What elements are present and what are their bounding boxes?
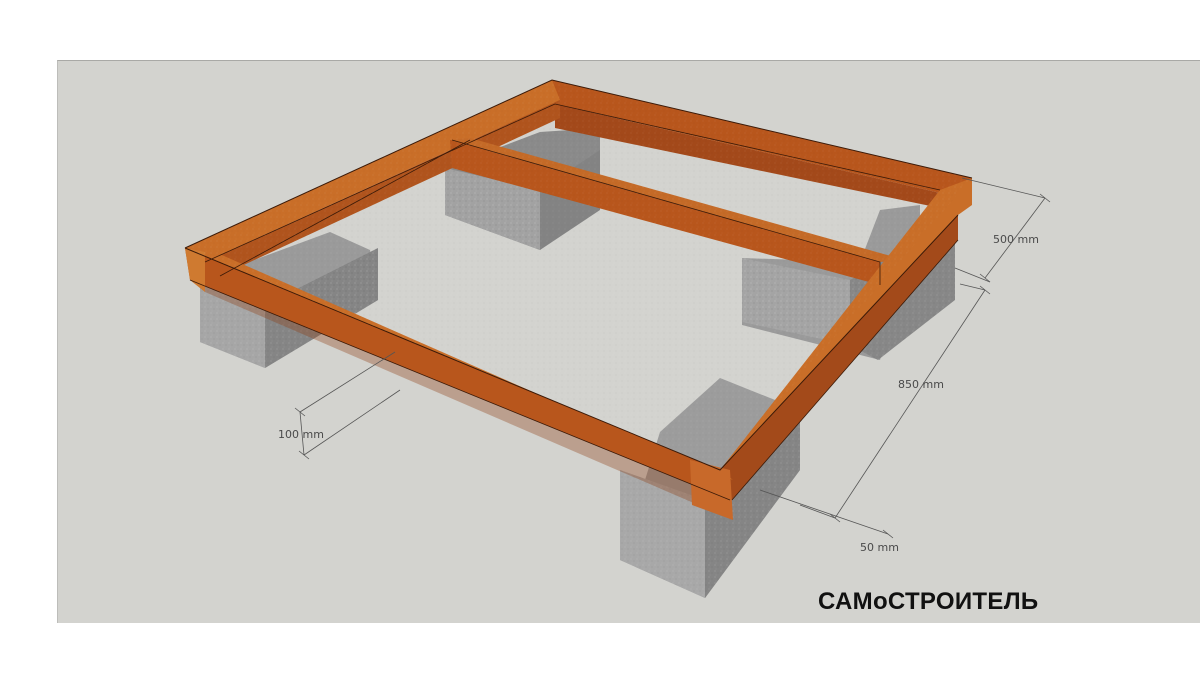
timber-frame [184, 79, 973, 520]
dimension-lines [294, 177, 1051, 539]
dimension-height-label: 500 mm [993, 233, 1039, 246]
dimension-beam-width-label: 100 mm [278, 428, 324, 441]
dimension-offset-label: 50 mm [860, 541, 899, 554]
dimension-length-label: 850 mm [898, 378, 944, 391]
watermark-logo: САМоСТРОИТЕЛЬ [818, 588, 1039, 615]
